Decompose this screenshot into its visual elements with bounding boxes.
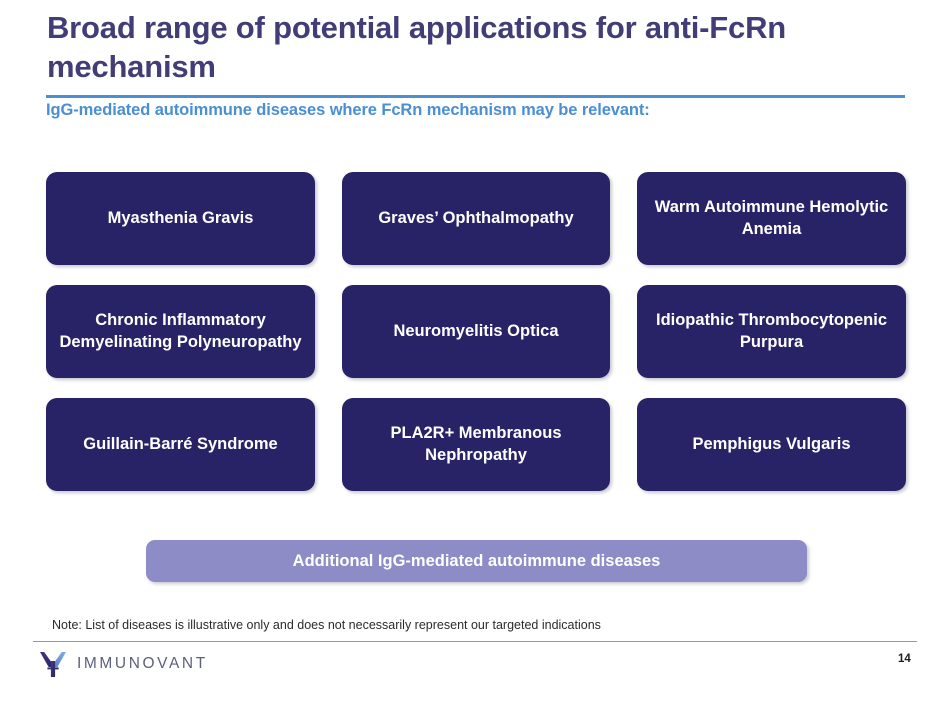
subtitle: IgG-mediated autoimmune diseases where F… — [46, 101, 650, 119]
disease-box: Idiopathic Thrombocytopenic Purpura — [637, 285, 906, 378]
footnote: Note: List of diseases is illustrative o… — [52, 618, 601, 632]
disease-box: Graves’ Ophthalmopathy — [342, 172, 610, 265]
disease-box: PLA2R+ Membranous Nephropathy — [342, 398, 610, 491]
disease-box: Chronic Inflammatory Demyelinating Polyn… — [46, 285, 315, 378]
additional-diseases-bar: Additional IgG-mediated autoimmune disea… — [146, 540, 807, 582]
disease-grid: Myasthenia Gravis Graves’ Ophthalmopathy… — [46, 172, 906, 491]
disease-box: Myasthenia Gravis — [46, 172, 315, 265]
disease-box: Warm Autoimmune Hemolytic Anemia — [637, 172, 906, 265]
logo-wordmark: IMMUNOVANT — [77, 655, 208, 672]
title-divider — [46, 95, 905, 98]
disease-box: Guillain-Barré Syndrome — [46, 398, 315, 491]
logo: IMMUNOVANT — [38, 650, 208, 678]
footer-divider — [33, 641, 917, 642]
disease-box: Neuromyelitis Optica — [342, 285, 610, 378]
antibody-y-icon — [38, 650, 68, 678]
page-number: 14 — [898, 653, 911, 665]
page-title: Broad range of potential applications fo… — [47, 10, 787, 85]
disease-box: Pemphigus Vulgaris — [637, 398, 906, 491]
